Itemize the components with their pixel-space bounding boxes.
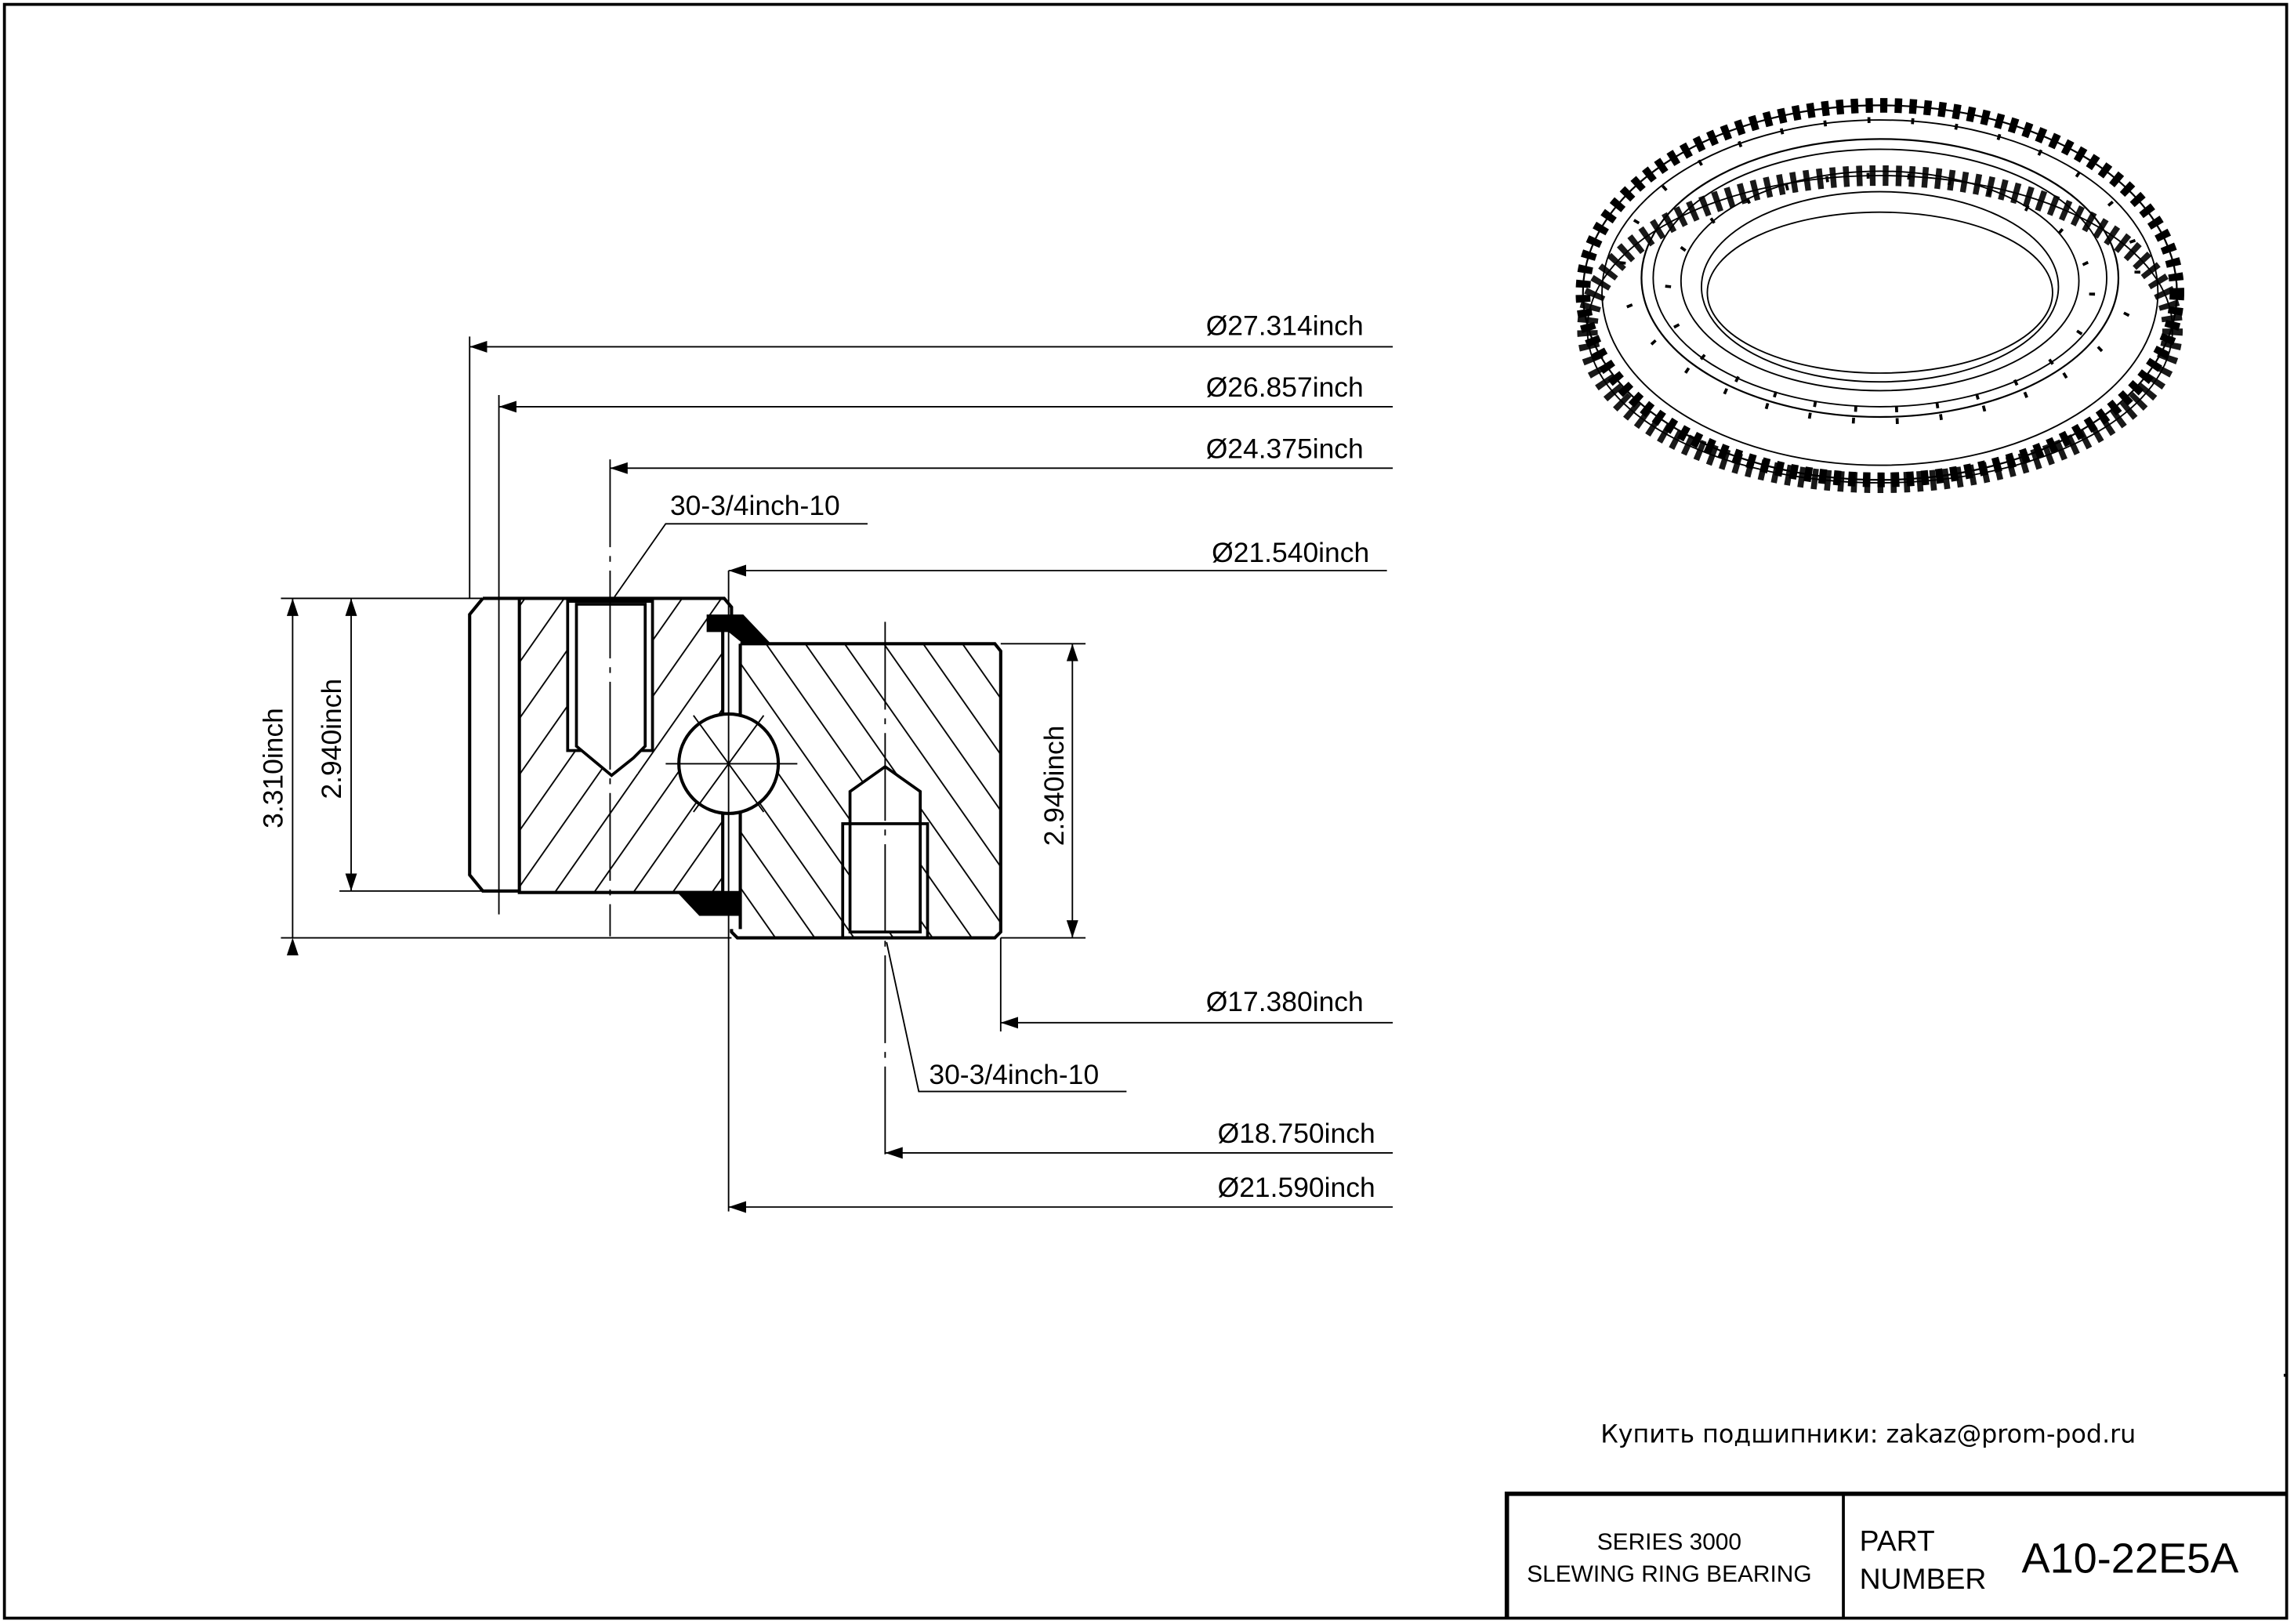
- callout-outer-holes: 30-3/4inch-10: [614, 490, 868, 598]
- dim-text: Ø26.857inch: [1206, 372, 1364, 403]
- series-line2: SLEWING RING BEARING: [1527, 1561, 1811, 1587]
- dim-text: 3.310inch: [257, 708, 288, 828]
- outer-bolt-hole: [566, 459, 654, 937]
- series-line1: SERIES 3000: [1597, 1529, 1741, 1555]
- callout-text: 30-3/4inch-10: [670, 490, 840, 521]
- dim-text: Ø21.540inch: [1212, 537, 1369, 568]
- dim-d-inner-bore: Ø17.380inch: [1000, 986, 1393, 1029]
- dim-d-inner-ring-outer: Ø21.590inch: [728, 1172, 1393, 1213]
- dim-height-total: 3.310inch: [257, 598, 299, 955]
- dim-d-outer-bolt-circle: Ø24.375inch: [610, 433, 1393, 474]
- dim-d-tooth-root: Ø26.857inch: [498, 372, 1393, 413]
- part-label-line1: PART: [1860, 1524, 1935, 1557]
- callout-inner-holes: 30-3/4inch-10: [886, 941, 1127, 1093]
- contact-text: Купить подшипники: zakaz@prom-pod.ru: [1600, 1421, 2136, 1449]
- dim-text: Ø17.380inch: [1206, 986, 1364, 1017]
- lower-seal: [676, 890, 741, 916]
- bearing-cross-section: [468, 395, 1002, 1212]
- dim-height-outer-ring: 2.940inch: [316, 598, 357, 891]
- part-label-line2: NUMBER: [1860, 1562, 1987, 1595]
- dim-text: Ø24.375inch: [1206, 433, 1364, 464]
- dim-d-outer-ring-inner: Ø21.540inch: [728, 537, 1387, 577]
- outer-ring-profile: [468, 597, 520, 893]
- bearing-3d-view: [1575, 98, 2184, 483]
- upper-seal: [706, 614, 771, 644]
- callout-text: 30-3/4inch-10: [929, 1059, 1099, 1090]
- dim-text: Ø21.590inch: [1218, 1172, 1375, 1203]
- dim-d-inner-bolt-circle: Ø18.750inch: [885, 1118, 1393, 1159]
- part-number: A10-22E5A: [2021, 1535, 2238, 1582]
- dim-text: Ø27.314inch: [1206, 310, 1364, 341]
- dim-height-inner-ring: 2.940inch: [1038, 643, 1078, 938]
- dim-text: Ø18.750inch: [1218, 1118, 1375, 1149]
- title-block: SERIES 3000 SLEWING RING BEARING PART NU…: [1504, 1373, 2287, 1619]
- dim-text: 2.940inch: [316, 679, 347, 799]
- dim-d-outer: Ø27.314inch: [469, 310, 1393, 353]
- dim-text: 2.940inch: [1038, 726, 1070, 846]
- inner-bolt-hole: [841, 622, 930, 1163]
- extension-lines: [281, 336, 1086, 1031]
